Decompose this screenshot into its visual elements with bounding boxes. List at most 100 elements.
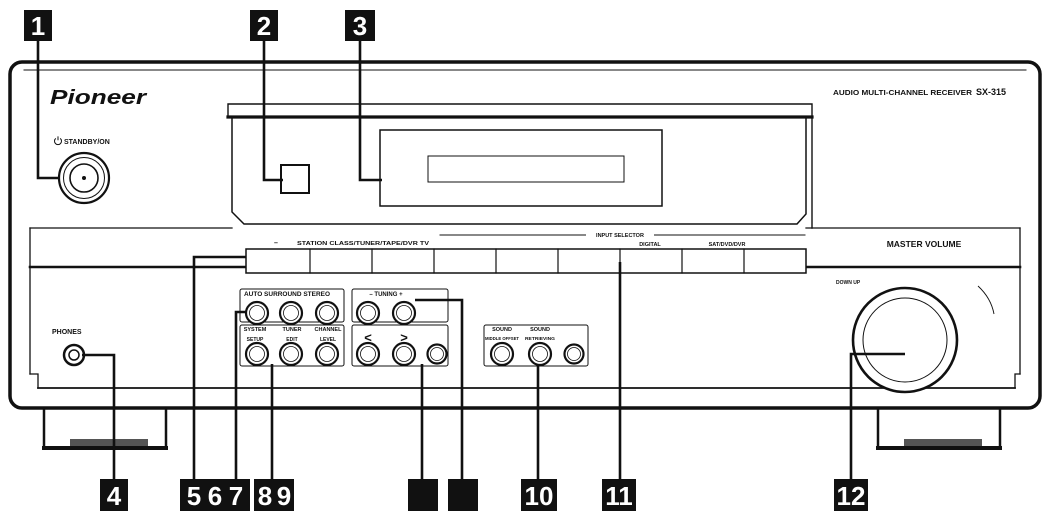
callout-5-number: 5 <box>187 481 201 511</box>
input-selector-label-bg <box>586 230 654 239</box>
standby-button-rim <box>63 157 105 199</box>
master-volume-section: MASTER VOLUME DOWN UP <box>836 239 995 394</box>
callout-line-12 <box>849 352 905 479</box>
callout-7-number: 7 <box>229 481 243 511</box>
standby-button <box>69 163 99 193</box>
callout-line-4 <box>82 353 116 479</box>
callout-line-3 <box>358 41 382 182</box>
sound-left-label: SOUND <box>492 327 512 333</box>
callout-line-7 <box>234 310 246 479</box>
callout-5-box <box>180 479 208 511</box>
callout-10-number: 10 <box>525 481 554 511</box>
channel-level-button-inner <box>319 346 335 362</box>
callout-blank-2-box <box>448 479 478 511</box>
digital-label: DIGITAL <box>639 242 661 248</box>
callout-11-box <box>602 479 636 511</box>
callout-2-box <box>250 10 278 41</box>
fl-display-screen <box>427 155 625 183</box>
callout-4-box <box>100 479 128 511</box>
callout-10: 10 <box>521 479 557 511</box>
callout-12-box <box>834 479 868 511</box>
input-selector-section: INPUT SELECTOR – STATION CLASS/TUNER/TAP… <box>245 230 807 274</box>
power-icon <box>54 136 62 146</box>
sound-group: SOUND SOUND MIDDLE OFFSET RETRIEVING <box>483 324 589 367</box>
sound-right-sub-label: RETRIEVING <box>525 336 555 341</box>
pioneer-logo: Pioneer <box>50 87 148 109</box>
sat-dvd-dvr-label: SAT/DVD/DVR <box>709 242 746 248</box>
sound-box <box>483 324 589 367</box>
callout-1-box <box>24 10 52 41</box>
volume-arc-mark <box>977 285 995 315</box>
tuning-minus-button-inner <box>360 305 376 321</box>
phones-jack <box>62 343 86 367</box>
enter-button-inner <box>430 347 444 361</box>
callout-line-blank-2 <box>415 298 464 479</box>
callout-3-box <box>345 10 375 41</box>
right-arrow-icon: > <box>400 330 408 345</box>
channel-label: CHANNEL <box>315 327 343 333</box>
display-window <box>231 118 807 225</box>
system-label: SYSTEM <box>244 327 267 333</box>
level-label: LEVEL <box>320 337 336 343</box>
input-selector-label: INPUT SELECTOR <box>596 233 644 239</box>
fl-display-frame <box>379 129 663 207</box>
callout-2: 2 <box>250 10 278 41</box>
left-foot <box>42 402 168 450</box>
setup-label: SETUP <box>247 337 264 343</box>
surround-button-inner <box>283 305 299 321</box>
panel-bottom-left-corner <box>29 373 39 389</box>
callout-line-5 <box>192 255 246 479</box>
standby-indicator <box>82 176 86 180</box>
input-buttons-minus: – <box>274 240 278 247</box>
callout-4: 4 <box>100 479 128 511</box>
left-arrow-icon: < <box>364 330 372 345</box>
callout-7: 7 <box>222 479 250 511</box>
standby-label: STANDBY/ON <box>64 139 110 146</box>
callout-3-number: 3 <box>353 11 367 41</box>
callout-10-box <box>521 479 557 511</box>
callout-blank-2 <box>448 479 478 511</box>
callout-9-box <box>274 479 294 511</box>
callout-12: 12 <box>834 479 868 511</box>
tuner-edit-button-inner <box>283 346 299 362</box>
callout-8: 8 <box>254 479 276 511</box>
left-cursor-button-inner <box>360 346 376 362</box>
tuner-label: TUNER <box>283 327 302 333</box>
callout-12-number: 12 <box>837 481 866 511</box>
callout-11: 11 <box>602 479 636 511</box>
edit-label: EDIT <box>286 337 297 343</box>
phones-label: PHONES <box>52 329 82 336</box>
sound-left-sub-label: MIDDLE OFFSET <box>485 336 519 341</box>
stereo-button-inner <box>319 305 335 321</box>
right-cursor-button-inner <box>396 346 412 362</box>
sound-right-button-inner <box>532 346 548 362</box>
listening-mode-group: AUTO SURROUND STEREO SYSTEM TUNER CHANNE… <box>239 288 345 367</box>
callout-9: 9 <box>274 479 294 511</box>
input-button-row <box>245 248 807 274</box>
right-foot <box>876 402 1002 450</box>
callout-4-number: 4 <box>107 481 122 511</box>
auto-surround-button-inner <box>249 305 265 321</box>
callout-8-box <box>254 479 276 511</box>
sound-right-label: SOUND <box>530 327 550 333</box>
input-buttons-left-label: STATION CLASS/TUNER/TAPE/DVR TV <box>297 241 429 247</box>
callout-8-number: 8 <box>258 481 272 511</box>
callout-7-box <box>222 479 250 511</box>
callout-2-number: 2 <box>257 11 271 41</box>
callout-blank-1-box <box>408 479 438 511</box>
callout-blank-1 <box>408 479 438 511</box>
master-volume-knob-face <box>862 297 948 383</box>
sound-left-button-inner <box>494 346 510 362</box>
callout-1-number: 1 <box>31 11 45 41</box>
callout-line-1 <box>36 41 59 180</box>
master-volume-knob <box>851 286 959 394</box>
power-icon-arc <box>54 138 62 146</box>
callout-6-number: 6 <box>208 481 222 511</box>
master-volume-label: MASTER VOLUME <box>887 239 962 249</box>
tuning-label: – TUNING + <box>369 292 403 298</box>
system-setup-button-inner <box>249 346 265 362</box>
phones-jack-hole <box>68 349 80 361</box>
tuning-plus-button-inner <box>396 305 412 321</box>
callout-5: 5 <box>180 479 208 511</box>
